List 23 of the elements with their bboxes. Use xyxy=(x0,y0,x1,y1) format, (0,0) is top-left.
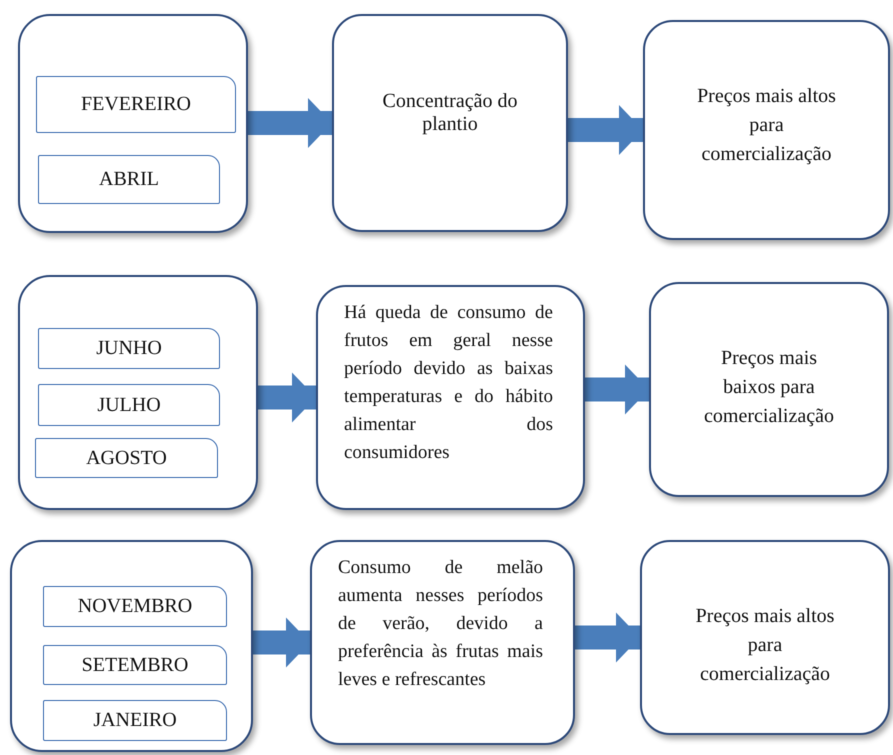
month-box: JULHO xyxy=(38,384,220,426)
month-group-box xyxy=(18,14,248,233)
month-group-box xyxy=(10,540,253,752)
text-box: Preços mais altos para comercialização xyxy=(640,540,890,735)
block-arrow xyxy=(568,105,643,155)
block-arrow xyxy=(575,612,640,662)
month-box: AGOSTO xyxy=(35,438,218,478)
block-arrow xyxy=(253,618,310,668)
month-box: NOVEMBRO xyxy=(43,586,227,627)
month-box: JANEIRO xyxy=(43,700,227,741)
block-arrow xyxy=(585,364,649,414)
block-arrow xyxy=(258,372,316,422)
text-box: Consumo de melão aumenta nesses períodos de verão, devido a preferência às frutas mais leves e refrescantes xyxy=(310,540,575,745)
text-box: Preços mais baixos para comercialização xyxy=(649,282,889,497)
month-box: ABRIL xyxy=(38,155,220,204)
text-box: Concentração do plantio xyxy=(332,14,568,232)
month-box: FEVEREIRO xyxy=(36,76,236,133)
text-box: Preços mais altos para comercialização xyxy=(643,20,890,240)
month-box: JUNHO xyxy=(38,328,220,369)
block-arrow xyxy=(248,98,332,148)
month-box: SETEMBRO xyxy=(43,645,227,685)
text-box: Há queda de consumo de frutos em geral nesse período devido as baixas temperaturas e do hábito alimentar dos consumidores xyxy=(316,285,585,510)
month-group-box xyxy=(18,275,258,510)
